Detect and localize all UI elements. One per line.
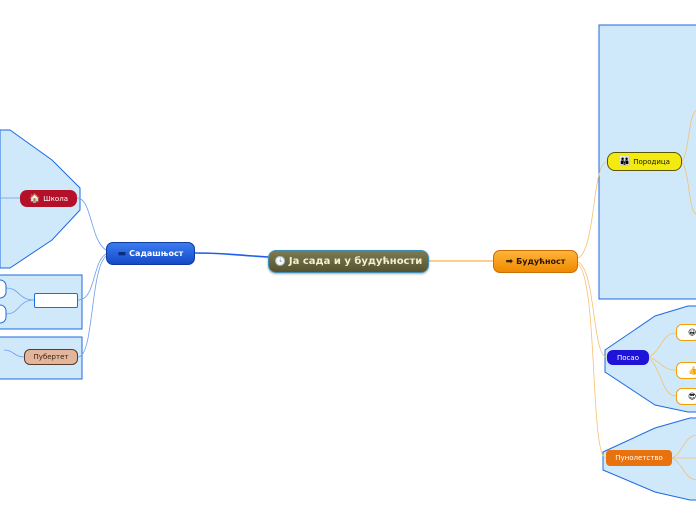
link-left-pubertet (77, 255, 107, 358)
central-topic-label: Ја сада и у будућности (288, 256, 423, 267)
family-icon: 👪 (619, 156, 631, 167)
link-right-posao (577, 261, 608, 358)
posao-child-2[interactable]: 👍 (676, 362, 696, 379)
subtopic-skola[interactable]: 🏠 Школа (20, 190, 77, 207)
link-right-porodica (577, 161, 608, 259)
link-punoletstvo-child-3 (671, 457, 696, 481)
subtopic-porodica[interactable]: 👪 Породица (607, 152, 682, 171)
main-topic-future-label: Будућност (516, 257, 566, 266)
subtopic-punoletstvo[interactable]: Пунолетство (606, 450, 672, 466)
subtopic-skola-label: Школа (43, 194, 68, 203)
link-posao-child-2 (648, 356, 677, 371)
arrow-icon: ➡ (505, 256, 514, 267)
link-posao-child-3 (648, 357, 677, 397)
subtopic-posao[interactable]: Посао (607, 350, 649, 365)
main-topic-future[interactable]: ➡ Будућност (493, 250, 578, 273)
subtopic-telesni[interactable]: Телесни (34, 293, 78, 308)
subtopic-pubertet-label: Пубертет (33, 353, 69, 361)
link-left-telesni (77, 253, 107, 301)
sunglasses-icon: 😎 (688, 392, 696, 401)
main-topic-present[interactable]: ▬ Садашњост (106, 242, 195, 265)
leaf-telesni-1 (0, 279, 7, 299)
link-telesni-child-2 (5, 299, 35, 315)
subtopic-punoletstvo-label: Пунолетство (615, 454, 663, 462)
link-telesni-child-1 (5, 287, 35, 301)
link-pubertet-child (3, 349, 25, 358)
posao-child-3[interactable]: 😎 (676, 388, 696, 405)
clock-icon: 🕓 (274, 256, 286, 267)
link-left-skola (76, 197, 107, 251)
road-icon: ▬ (117, 248, 127, 259)
subtopic-telesni-label: Телесни (40, 296, 72, 305)
central-topic[interactable]: 🕓 Ја сада и у будућности (268, 250, 429, 273)
leaf-telesni-2 (0, 304, 7, 324)
posao-child-1[interactable]: 😀 (676, 324, 696, 341)
smiley-icon: 😀 (688, 328, 696, 337)
subtopic-porodica-label: Породица (633, 157, 670, 166)
link-punoletstvo-child-1 (671, 434, 696, 459)
subtopic-pubertet[interactable]: Пубертет (24, 349, 78, 365)
main-topic-present-label: Садашњост (129, 249, 184, 258)
link-center-left (194, 252, 269, 258)
link-right-punoletstvo (577, 263, 607, 459)
house-icon: 🏠 (29, 193, 41, 204)
thumb-icon: 👍 (688, 366, 696, 375)
link-posao-child-1 (648, 332, 677, 358)
subtopic-posao-label: Посао (617, 353, 639, 362)
